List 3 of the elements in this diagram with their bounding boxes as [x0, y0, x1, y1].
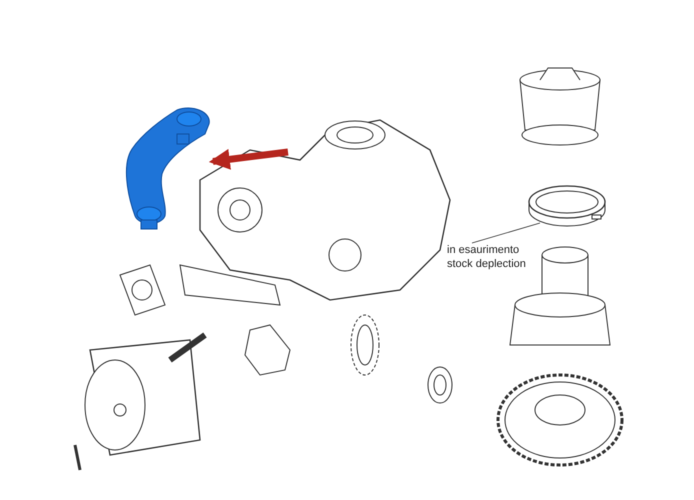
leader-line: [472, 222, 540, 244]
pointer-arrow: [208, 148, 288, 170]
note-text: in esaurimento stock deplection: [447, 243, 527, 271]
